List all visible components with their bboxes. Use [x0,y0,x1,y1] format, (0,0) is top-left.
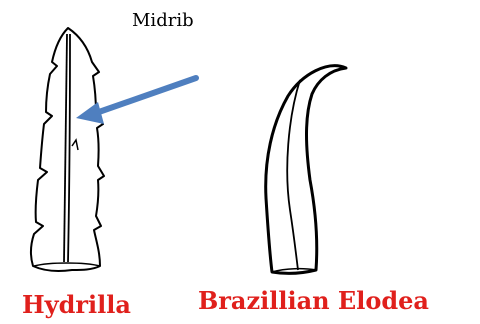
hydrilla-leaf-base [34,263,100,266]
hydrilla-midrib-left [64,34,67,262]
hydrilla-label: Hydrilla [22,290,131,319]
hydrilla-leaf-notch [72,140,78,150]
elodea-leaf-outline [266,66,346,274]
midrib-label: Midrib [132,10,194,31]
elodea-label: Brazillian Elodea [198,286,429,315]
hydrilla-midrib-right [68,34,70,262]
elodea-midrib [287,80,300,270]
midrib-arrow-head [76,102,104,124]
